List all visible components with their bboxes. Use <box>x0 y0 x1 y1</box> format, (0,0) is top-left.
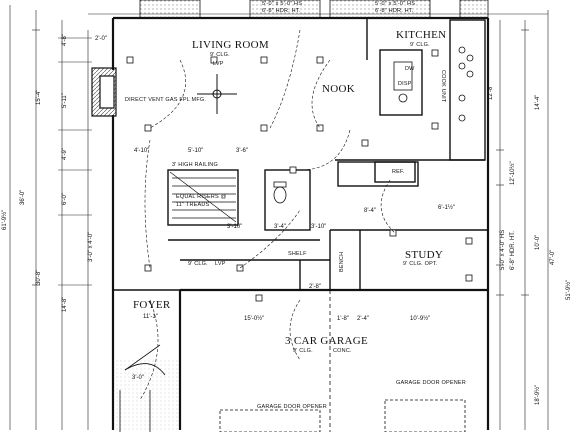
dim-3-4: 3'-4" <box>274 224 286 230</box>
dim-right-12-10: 12'-10½" <box>510 161 516 185</box>
toilet <box>273 181 287 204</box>
dim-right-18-9: 18'-9½" <box>535 384 541 405</box>
garage-ceiling: 9' CLG. <box>293 348 313 354</box>
stair-area-floor: LVP <box>215 261 226 267</box>
dim-right-12-8: 12'-8" <box>488 84 494 100</box>
top-wall-right-block <box>459 0 489 19</box>
ceiling-fan <box>197 74 237 114</box>
stair-area-ceiling: 9' CLG. <box>188 261 208 267</box>
dim-right-window: 5'-0" x 4'-0" HS <box>500 229 506 270</box>
dim-left-5-11: 5'-11" <box>62 93 68 108</box>
top-window-right <box>249 0 321 19</box>
top-header-note-3: 5'-0" x 5'-0" HS <box>375 1 416 7</box>
dimension-lines <box>9 5 549 430</box>
study-ceiling: 9' CLG. OPT. <box>403 261 438 267</box>
kitchen-appliances <box>393 46 474 122</box>
top-header-note-4: 6'-8" HDR. HT. <box>375 8 414 14</box>
garage-floor: CONC. <box>333 348 352 354</box>
dim-left-6-0: 6'-0" <box>62 193 68 205</box>
dim-5-10: 5'-10" <box>188 148 204 154</box>
foyer-door-swing <box>124 363 166 376</box>
top-header-note-2: 6'-8" HDR. HT. <box>262 8 301 14</box>
top-window-kitchen <box>329 0 431 19</box>
dim-right-51-9: 51'-9½" <box>566 279 572 300</box>
dim-2-8: 2'-8" <box>309 284 321 290</box>
railing-note: 3' HIGH RAILING <box>172 162 218 168</box>
dim-left-4-8: 4'-8" <box>62 34 68 46</box>
dim-left-61-9: 61'-9½" <box>2 209 8 230</box>
foyer-hatch <box>113 360 180 432</box>
dim-left-15-4: 15'-4" <box>36 89 42 105</box>
room-name-nook: NOOK <box>322 83 355 95</box>
disp-label: DISP <box>398 81 412 87</box>
dim-3-6: 3'-6" <box>236 148 248 154</box>
room-name-kitchen: KITCHEN <box>396 29 447 41</box>
dim-4-10: 4'-10" <box>134 148 150 154</box>
top-header-note-1: 5'-0" x 5'-0" HS <box>262 1 303 7</box>
dim-left-14-8: 14'-8" <box>62 296 68 312</box>
fireplace-note: DIRECT VENT GAS FPL MFG. <box>125 97 207 103</box>
dim-6-1-2: 6'-1½" <box>438 205 455 211</box>
dim-1-8: 1'-8" <box>337 316 349 322</box>
top-window-left <box>139 0 201 19</box>
ref-label: REF. <box>392 169 405 175</box>
dim-left-window: 3'-0" x 4'-0" <box>88 231 94 262</box>
living-floor: LVP <box>213 61 224 67</box>
dim-right-10-0: 10'-0" <box>535 234 541 250</box>
dim-3-0-garage: 3'-0" <box>132 375 144 381</box>
dim-left-4-9: 4'-9" <box>62 148 68 160</box>
dim-left-36-0: 36'-0" <box>20 189 26 205</box>
interior-walls <box>113 18 488 291</box>
dim-2-0: 2'-0" <box>95 36 107 42</box>
dim-3-10-b: 3'-10" <box>227 224 243 230</box>
risers-note: EQUAL RISERS @ <box>176 194 227 200</box>
dim-15-0-1-2: 15'-0½" <box>244 316 265 322</box>
dim-10-9-1-2: 10'-9½" <box>410 316 431 322</box>
garage-opener-label-2: GARAGE DOOR OPENER <box>396 380 466 386</box>
dim-11-1: 11'-1" <box>143 314 158 320</box>
garage-opener-label-1: GARAGE DOOR OPENER <box>257 404 327 410</box>
dim-right-47-0: 47'-0" <box>550 249 556 265</box>
shelf-label: SHELF <box>288 251 307 257</box>
stairs <box>169 171 237 223</box>
room-name-living: LIVING ROOM <box>192 39 269 51</box>
fireplace <box>91 67 117 117</box>
room-name-garage: 3 CAR GARAGE <box>285 335 369 347</box>
living-ceiling: 9' CLG. <box>210 52 230 58</box>
dim-8-4: 8'-4" <box>364 208 376 214</box>
dim-3-10: 3'-10" <box>311 224 327 230</box>
dim-right-hdr: 6'-8" HDR. HT. <box>510 231 516 270</box>
kitchen-ceiling: 9' CLG. <box>410 42 430 48</box>
room-name-study: STUDY <box>405 249 444 261</box>
dim-left-30-8: 30'-8" <box>36 269 42 285</box>
dw-label: DW <box>405 66 415 72</box>
cook-unit-label: COOK UNIT <box>440 70 446 103</box>
dim-2-4: 2'-4" <box>357 316 369 322</box>
dim-right-14-4: 14'-4" <box>535 94 541 110</box>
room-name-foyer: FOYER <box>133 299 171 311</box>
bench-label: BENCH <box>339 251 345 272</box>
treads-note: 11" TREADS <box>176 202 210 208</box>
